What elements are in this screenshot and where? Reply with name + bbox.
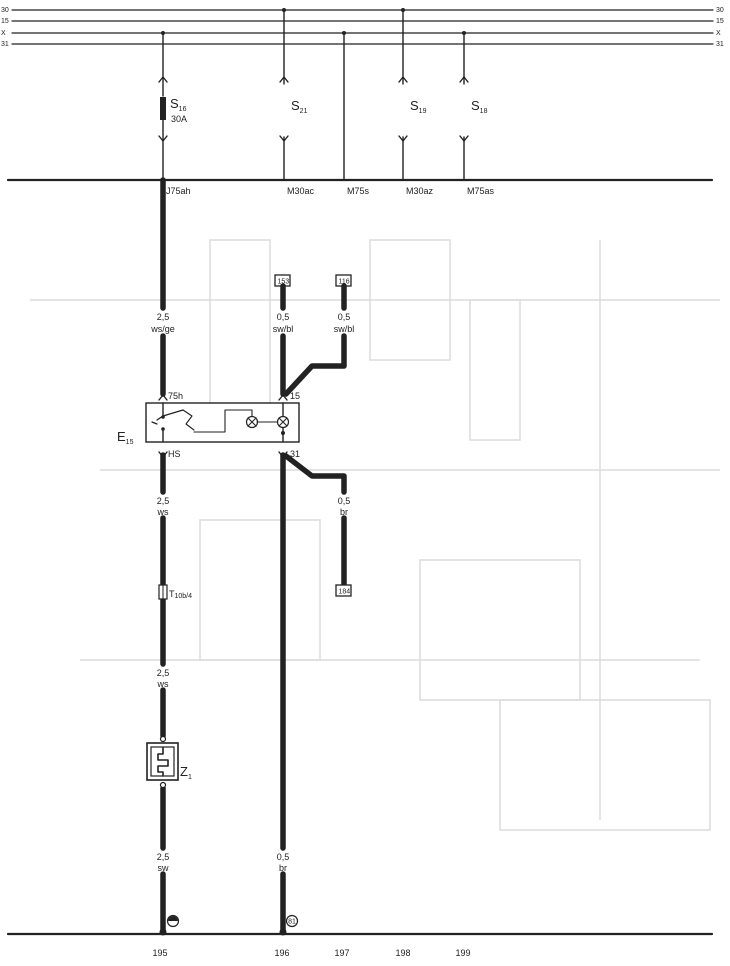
component-e15: E15 75h 15 HS 31 xyxy=(117,391,300,459)
ref-184-text: 184 xyxy=(339,589,351,596)
wire-color-8: br xyxy=(279,863,287,873)
ground-symbols: 81 xyxy=(166,914,299,928)
bus-label-15-right: 15 xyxy=(716,18,724,25)
wire-gauge-3: 0,5 xyxy=(338,312,351,322)
connector-t10b: T10b/4 xyxy=(158,584,192,600)
track-199: 199 xyxy=(455,948,470,958)
bus-label-30-left: 30 xyxy=(1,7,9,14)
wire-gauge-6: 2,5 xyxy=(157,668,170,678)
track-198: 198 xyxy=(395,948,410,958)
track-196: 196 xyxy=(274,948,289,958)
connection-m75s: M75s xyxy=(347,186,370,196)
wire-color-7: sw xyxy=(158,863,170,873)
z1-label: Z1 xyxy=(180,764,192,781)
wire-track-196: 153 xyxy=(274,274,291,936)
fuse-s21-label: S21 xyxy=(291,98,308,115)
wire-labels: 2,5 ws/ge 0,5 sw/bl 0,5 sw/bl 2,5 ws 0,5… xyxy=(150,312,354,873)
wire-gauge-5: 0,5 xyxy=(338,496,351,506)
wire-gauge-8: 0,5 xyxy=(277,852,290,862)
wire-gauge-2: 0,5 xyxy=(277,312,290,322)
connector-t10b-label: T10b/4 xyxy=(169,589,192,600)
ground-point-icon xyxy=(285,914,299,928)
fuse-s19: S19 xyxy=(398,8,427,181)
wire-gauge-7: 2,5 xyxy=(157,852,170,862)
wire-color-5: br xyxy=(340,507,348,517)
bus-lines xyxy=(6,9,714,936)
wire-color-6: ws xyxy=(157,679,169,689)
ref-116-text: 116 xyxy=(339,279,350,286)
bus-label-31-right: 31 xyxy=(716,41,724,48)
wire-color-2: sw/bl xyxy=(273,324,294,334)
wire-color-4: ws xyxy=(157,507,169,517)
pin-15: 15 xyxy=(290,391,300,401)
wire-ref-184: 184 xyxy=(283,453,352,597)
wire-color-3: sw/bl xyxy=(334,324,355,334)
fuse-s19-label: S19 xyxy=(410,98,427,115)
track-195: 195 xyxy=(152,948,167,958)
wire-track-195 xyxy=(158,177,168,936)
connection-labels: J75ah M30ac M75s M30az M75as xyxy=(166,186,495,196)
fuse-s16: S16 30A xyxy=(158,31,187,181)
fuse-s16-rating: 30A xyxy=(171,114,187,124)
wire-color-1: ws/ge xyxy=(150,324,175,334)
bus-labels-right: 30 15 X 31 xyxy=(716,7,724,48)
wire-gauge-4: 2,5 xyxy=(157,496,170,506)
track-197: 197 xyxy=(334,948,349,958)
pin-hs: HS xyxy=(168,449,181,459)
heater-element-icon xyxy=(157,747,169,777)
component-z1: Z1 xyxy=(146,735,192,789)
connection-j75ah: J75ah xyxy=(166,186,191,196)
pin-75h: 75h xyxy=(168,391,183,401)
connection-m75as: M75as xyxy=(467,186,495,196)
wire-ref-116: 116 xyxy=(283,274,352,397)
m75s-line xyxy=(342,31,346,181)
current-track-numbers: 195 196 197 198 199 xyxy=(152,948,470,958)
pin-31: 31 xyxy=(290,449,300,459)
e15-label: E15 xyxy=(117,429,134,446)
bus-label-15-left: 15 xyxy=(1,18,9,25)
ground-label-81: 81 xyxy=(288,919,296,926)
bus-label-x-right: X xyxy=(716,30,721,37)
ref-box-184 xyxy=(335,584,352,597)
bus-label-x-left: X xyxy=(1,30,6,37)
fuse-s18: S18 xyxy=(459,31,488,181)
bus-label-30-right: 30 xyxy=(716,7,724,14)
connection-m30az: M30az xyxy=(406,186,434,196)
ref-153-text: 153 xyxy=(278,279,290,286)
fuse-s16-label: S16 xyxy=(170,96,187,113)
bus-labels-left: 30 15 X 31 xyxy=(1,7,9,48)
background-ghost-lines xyxy=(30,239,720,831)
fuse-s18-label: S18 xyxy=(471,98,488,115)
fuse-s21: S21 xyxy=(279,8,308,181)
wire-gauge-1: 2,5 xyxy=(157,312,170,322)
bus-label-31-left: 31 xyxy=(1,41,9,48)
connection-m30ac: M30ac xyxy=(287,186,315,196)
